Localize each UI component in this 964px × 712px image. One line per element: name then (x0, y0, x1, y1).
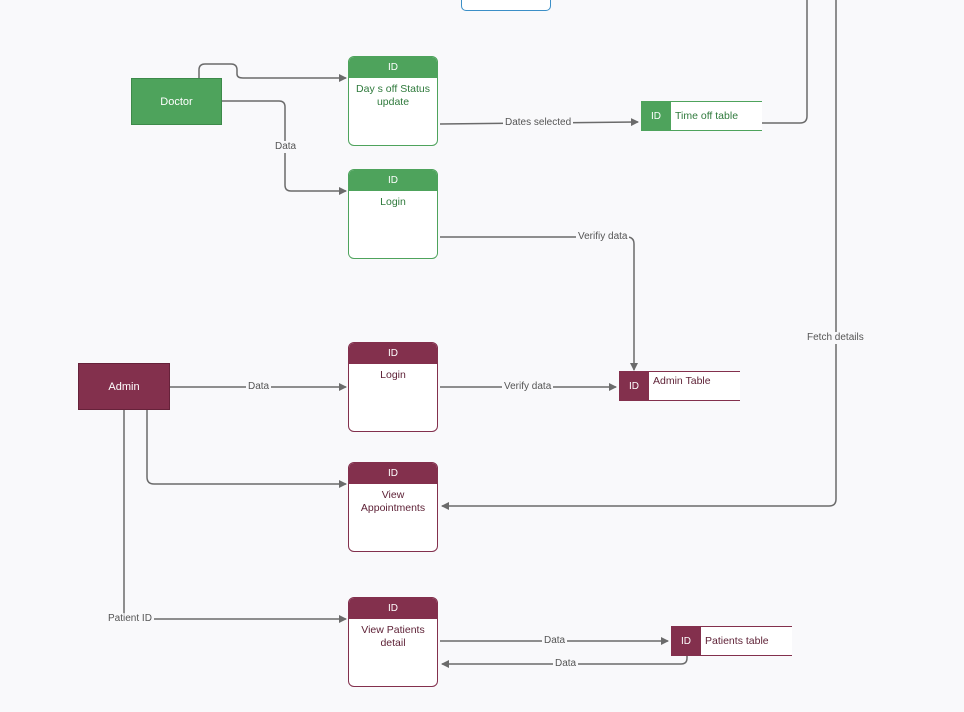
process-label: View Patients detail (361, 624, 425, 649)
process-view-patients[interactable]: ID View Patients detail (348, 597, 438, 687)
store-id: ID (641, 102, 671, 130)
edge-label-patients-data-out: Data (542, 635, 568, 647)
edge-label-fetch-details: Fetch details (805, 332, 866, 344)
process-id: ID (349, 598, 437, 619)
process-view-appointments[interactable]: ID View Appointments (348, 462, 438, 552)
process-doctor-login[interactable]: ID Login (348, 169, 438, 259)
process-id: ID (349, 343, 437, 364)
connector-timeoff-to-top (762, 0, 808, 124)
process-days-off-status[interactable]: ID Day s off Status update (348, 56, 438, 146)
connector-admin-to-appointments (146, 409, 347, 488)
top-process-box[interactable] (461, 0, 551, 11)
store-patients-table[interactable]: ID Patients table (671, 626, 792, 656)
process-admin-login[interactable]: ID Login (348, 342, 438, 432)
admin-entity[interactable]: Admin (78, 363, 170, 410)
edge-label-verify-data-admin: Verify data (502, 381, 554, 393)
process-label: View Appointments (360, 489, 426, 514)
store-id: ID (619, 372, 649, 400)
admin-label: Admin (108, 380, 140, 393)
connector-table-to-patients (441, 656, 688, 668)
edge-label-dates-selected: Dates selected (503, 117, 574, 129)
process-label: Login (380, 196, 406, 208)
edge-label-patients-data-in: Data (553, 658, 579, 670)
store-label: Time off table (675, 110, 739, 122)
process-id: ID (349, 57, 437, 78)
doctor-label: Doctor (160, 95, 193, 108)
edge-label-admin-data: Data (246, 381, 272, 393)
edge-label-patient-id: Patient ID (106, 613, 154, 625)
store-label: Patients table (705, 635, 769, 647)
store-admin-table[interactable]: ID Admin Table (619, 371, 740, 401)
edge-label-doctor-data: Data (273, 141, 299, 153)
connector-fetch-to-appointments (441, 0, 837, 510)
connector-doctorlogin-to-admintable (440, 236, 638, 371)
doctor-entity[interactable]: Doctor (131, 78, 222, 125)
process-label: Login (380, 369, 406, 381)
process-id: ID (349, 170, 437, 191)
store-id: ID (671, 627, 701, 655)
connector-admin-to-patients (123, 409, 347, 623)
store-label: Admin Table (653, 375, 711, 387)
edge-label-verify-data-doctor: Verifiy data (576, 231, 630, 243)
process-id: ID (349, 463, 437, 484)
connector-doctor-to-daysoff (198, 63, 347, 82)
store-time-off-table[interactable]: ID Time off table (641, 101, 762, 131)
process-label: Day s off Status update (356, 83, 430, 108)
